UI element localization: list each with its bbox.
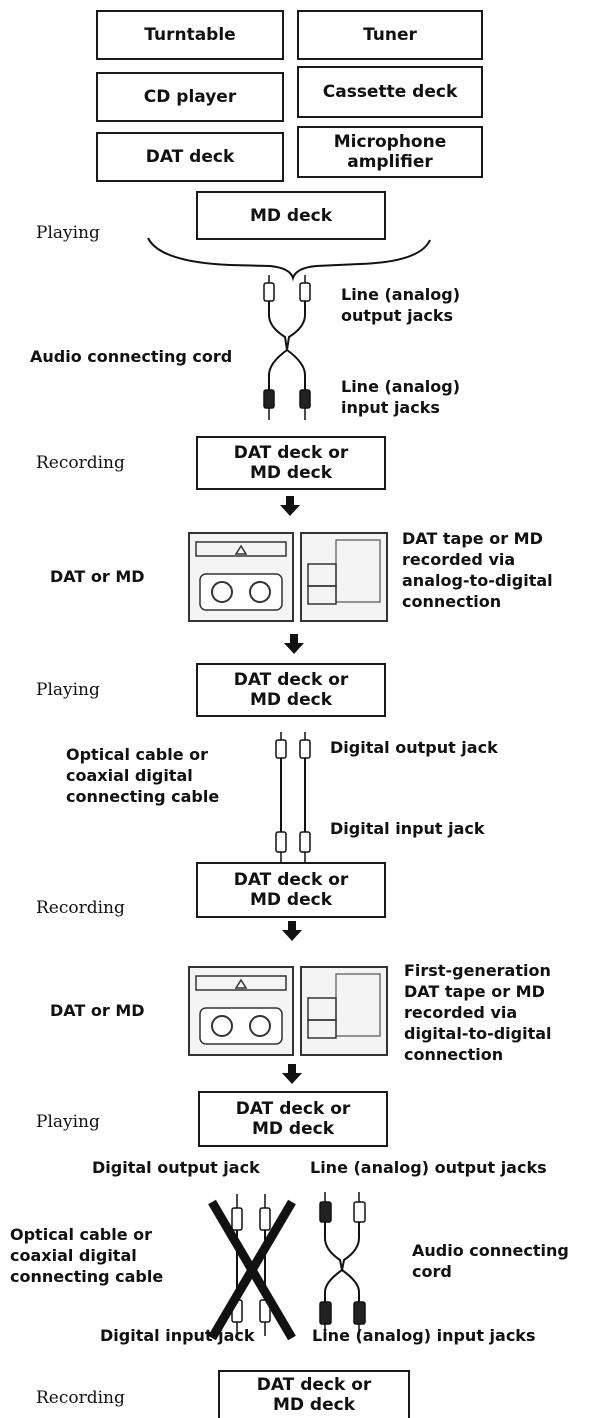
stage3-audio-cord-icon [319,1192,366,1336]
stage3-playing-label: Playing [36,1112,100,1132]
stage1-output-jacks-label: Line (analog) output jacks [341,285,461,325]
microphone-amplifier-box: Microphone amplifier [297,126,483,178]
stage3-recorder-box: DAT deck or MD deck [218,1370,410,1418]
stage3-player-box: DAT deck or MD deck [198,1091,388,1147]
turntable-label: Turntable [144,25,236,45]
stage2-recorder-label: DAT deck or MD deck [233,870,349,910]
stage1-cord-label: Audio connecting cord [30,347,233,366]
media2-label: DAT or MD [50,1001,145,1020]
tuner-label: Tuner [363,25,417,45]
stage1-input-jacks-label: Line (analog) input jacks [341,377,461,417]
cd-player-label: CD player [143,87,237,107]
media1-description: DAT tape or MD recorded via analog-to-di… [402,529,553,611]
minidisc-icon [300,532,388,622]
stage3-cord-label: Audio connecting cord [412,1241,569,1281]
stage2-cable-label: Optical cable or coaxial digital connect… [66,745,220,806]
stage2-player-label: DAT deck or MD deck [233,670,349,710]
stage3-digital-input-label: Digital input jack [100,1326,255,1345]
stage2-recording-label: Recording [36,898,125,918]
media2-description: First-generation DAT tape or MD recorded… [404,961,552,1064]
crossed-out-digital-cable-icon [208,1194,296,1341]
cassette-deck-label: Cassette deck [322,82,458,102]
cd-player-box: CD player [96,72,284,122]
stage3-player-label: DAT deck or MD deck [235,1099,351,1139]
cassette-deck-box: Cassette deck [297,66,483,118]
stage1-playing-label: Playing [36,223,100,243]
stage2-recorder-box: DAT deck or MD deck [196,862,386,918]
stage1-recorder-label: DAT deck or MD deck [233,443,349,483]
minidisc-icon [300,966,388,1056]
stage2-player-box: DAT deck or MD deck [196,663,386,717]
turntable-box: Turntable [96,10,284,60]
md-deck-box: MD deck [196,191,386,240]
tuner-box: Tuner [297,10,483,60]
stage2-output-jack-label: Digital output jack [330,738,498,757]
dat-deck-box: DAT deck [96,132,284,182]
source-brace [147,237,431,282]
stage2-digital-cable-icon [275,732,311,864]
dat-deck-label: DAT deck [145,147,235,167]
stage3-digital-output-label: Digital output jack [92,1158,260,1177]
stage3-recorder-label: DAT deck or MD deck [256,1375,372,1415]
stage2-playing-label: Playing [36,680,100,700]
stage1-audio-cord-icon [263,275,311,420]
stage3-recording-label: Recording [36,1388,125,1408]
stage1-recorder-box: DAT deck or MD deck [196,436,386,490]
stage3-line-output-label: Line (analog) output jacks [310,1158,547,1177]
dat-cassette-icon [188,532,294,622]
md-deck-label: MD deck [249,205,333,226]
dat-cassette-icon [188,966,294,1056]
stage3-line-input-label: Line (analog) input jacks [312,1326,536,1345]
stage3-cable-label: Optical cable or coaxial digital connect… [10,1225,164,1286]
microphone-amplifier-label: Microphone amplifier [333,132,447,172]
stage2-input-jack-label: Digital input jack [330,819,485,838]
media1-label: DAT or MD [50,567,145,586]
stage1-recording-label: Recording [36,453,125,473]
